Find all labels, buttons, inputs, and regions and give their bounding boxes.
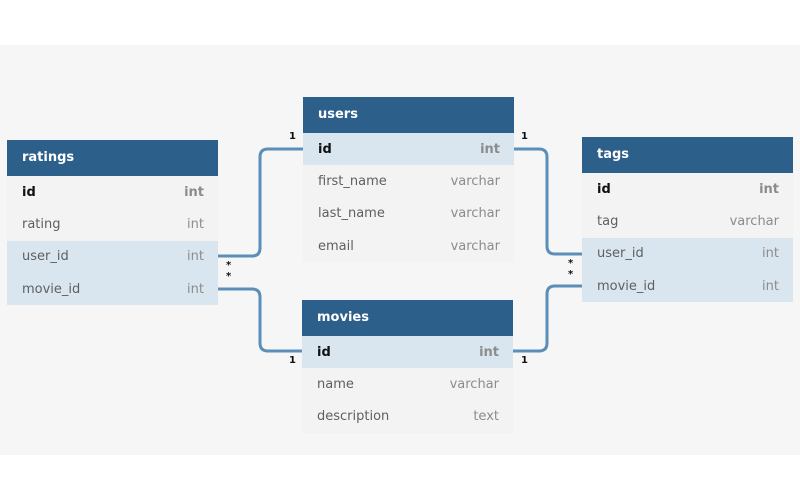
table-column-email[interactable]: email varchar bbox=[303, 230, 514, 262]
column-type: int bbox=[480, 141, 500, 157]
column-type: int bbox=[762, 246, 779, 262]
cardinality-many-label: * bbox=[568, 269, 574, 280]
column-type: varchar bbox=[450, 206, 500, 222]
column-name: id bbox=[597, 181, 611, 197]
column-name: first_name bbox=[318, 173, 387, 189]
column-name: name bbox=[317, 376, 354, 392]
table-header: ratings bbox=[7, 140, 218, 176]
column-type: text bbox=[473, 409, 499, 425]
column-type: int bbox=[187, 216, 204, 232]
table-column-user-id[interactable]: user_id int bbox=[7, 240, 218, 273]
cardinality-many-label: * bbox=[226, 271, 232, 282]
column-type: varchar bbox=[450, 173, 500, 189]
column-name: user_id bbox=[22, 249, 69, 265]
column-type: varchar bbox=[729, 213, 779, 229]
column-name: user_id bbox=[597, 246, 644, 262]
table-column-user-id[interactable]: user_id int bbox=[582, 237, 793, 270]
table-column-first-name[interactable]: first_name varchar bbox=[303, 165, 514, 197]
cardinality-one-label: 1 bbox=[521, 131, 528, 142]
table-users[interactable]: users id int first_name varchar last_nam… bbox=[303, 97, 514, 263]
cardinality-many-label: * bbox=[226, 260, 232, 271]
column-name: email bbox=[318, 238, 354, 254]
table-tags[interactable]: tags id int tag varchar user_id int movi… bbox=[582, 137, 793, 303]
table-column-tag[interactable]: tag varchar bbox=[582, 205, 793, 237]
column-name: last_name bbox=[318, 206, 385, 222]
column-type: int bbox=[759, 181, 779, 197]
cardinality-one-label: 1 bbox=[289, 355, 296, 366]
table-ratings[interactable]: ratings id int rating int user_id int mo… bbox=[7, 140, 218, 306]
column-name: description bbox=[317, 409, 390, 425]
column-name: id bbox=[318, 141, 332, 157]
table-column-description[interactable]: description text bbox=[302, 401, 513, 433]
table-column-last-name[interactable]: last_name varchar bbox=[303, 198, 514, 230]
table-header: movies bbox=[302, 300, 513, 336]
cardinality-one-label: 1 bbox=[521, 355, 528, 366]
table-column-rating[interactable]: rating int bbox=[7, 208, 218, 240]
column-name: tag bbox=[597, 213, 619, 229]
cardinality-many-label: * bbox=[568, 258, 574, 269]
table-column-id[interactable]: id int bbox=[7, 176, 218, 208]
table-column-movie-id[interactable]: movie_id int bbox=[7, 272, 218, 306]
column-name: id bbox=[22, 184, 36, 200]
column-type: int bbox=[762, 278, 779, 294]
column-name: movie_id bbox=[22, 281, 81, 297]
table-header: users bbox=[303, 97, 514, 133]
table-header: tags bbox=[582, 137, 793, 173]
table-column-id[interactable]: id int bbox=[582, 173, 793, 205]
column-name: rating bbox=[22, 216, 61, 232]
column-type: int bbox=[187, 281, 204, 297]
cardinality-one-label: 1 bbox=[289, 131, 296, 142]
table-column-name[interactable]: name varchar bbox=[302, 368, 513, 400]
table-column-movie-id[interactable]: movie_id int bbox=[582, 269, 793, 303]
column-type: int bbox=[479, 344, 499, 360]
table-movies[interactable]: movies id int name varchar description t… bbox=[302, 300, 513, 433]
column-name: movie_id bbox=[597, 278, 656, 294]
column-type: int bbox=[184, 184, 204, 200]
table-column-id[interactable]: id int bbox=[303, 133, 514, 166]
column-type: varchar bbox=[449, 376, 499, 392]
table-column-id[interactable]: id int bbox=[302, 336, 513, 369]
column-type: int bbox=[187, 249, 204, 265]
column-name: id bbox=[317, 344, 331, 360]
column-type: varchar bbox=[450, 238, 500, 254]
